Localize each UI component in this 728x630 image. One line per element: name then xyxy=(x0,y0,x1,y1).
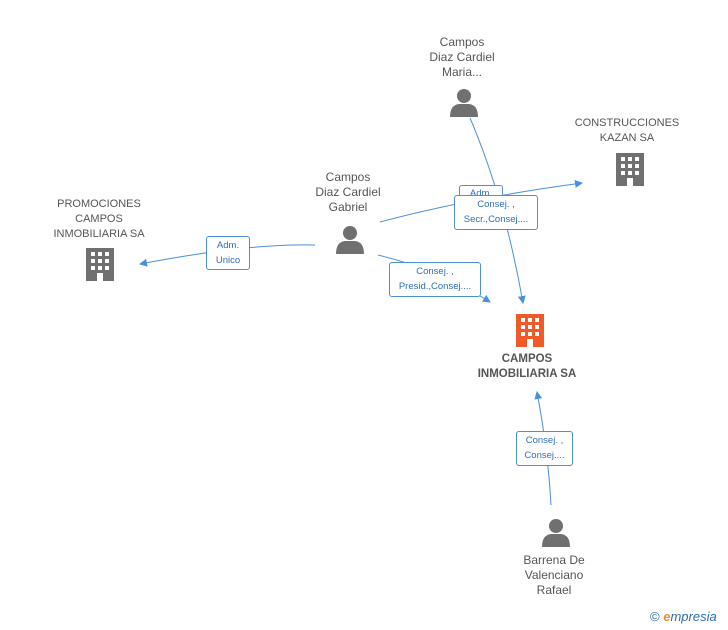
label-line: CAMPOS xyxy=(501,353,553,365)
label-line: Rafael xyxy=(536,583,572,597)
empresia-logo: © empresia xyxy=(650,609,717,624)
node-label-promociones[interactable]: PROMOCIONES CAMPOS INMOBILIARIA SA xyxy=(43,197,155,242)
label-line: Valenciano xyxy=(524,568,584,582)
edge-label-line: Consej. , xyxy=(416,266,454,277)
edge-label-line: Unico xyxy=(215,255,241,266)
node-label-person-maria[interactable]: Campos Diaz Cardiel Maria... xyxy=(412,35,512,80)
edge-label-rafael-focus[interactable]: Consej. , Consej.... xyxy=(516,431,573,466)
edge-label-gabriel-promociones[interactable]: Adm. Unico xyxy=(206,236,250,270)
label-line: PROMOCIONES xyxy=(57,198,141,210)
building-icon[interactable] xyxy=(616,153,644,186)
edge-label-line: Consej. , xyxy=(477,199,515,210)
edge-label-line: Consej. , xyxy=(525,435,564,446)
edge-label-gabriel-construcciones[interactable]: Consej. , Secr.,Consej.... xyxy=(454,195,538,230)
building-icon[interactable] xyxy=(516,314,544,347)
building-icon[interactable] xyxy=(86,248,114,281)
person-icon[interactable] xyxy=(450,89,478,117)
label-line: CONSTRUCCIONES xyxy=(574,117,680,129)
edge-label-gabriel-focus[interactable]: Consej. , Presid.,Consej.... xyxy=(389,262,481,297)
edge-label-line: Adm. xyxy=(469,188,493,199)
copyright-symbol: © xyxy=(650,609,660,624)
label-line: INMOBILIARIA SA xyxy=(477,368,577,380)
label-line: Campos xyxy=(439,35,485,49)
edge-label-line: Presid.,Consej.... xyxy=(398,281,472,292)
label-line: Diaz Cardiel xyxy=(315,185,381,199)
label-line: Campos xyxy=(325,170,371,184)
person-icon[interactable] xyxy=(542,519,570,547)
node-label-construcciones[interactable]: CONSTRUCCIONES KAZAN SA xyxy=(567,116,687,146)
label-line: Barrena De xyxy=(523,553,585,567)
node-label-focus-company[interactable]: CAMPOS INMOBILIARIA SA xyxy=(462,352,592,382)
person-icon[interactable] xyxy=(336,226,364,254)
brand-initial: e xyxy=(663,609,671,624)
node-label-person-gabriel[interactable]: Campos Diaz Cardiel Gabriel xyxy=(298,170,398,215)
label-line: Maria... xyxy=(441,65,482,79)
label-line: CAMPOS xyxy=(75,213,123,225)
edge-label-line: Consej.... xyxy=(524,450,565,461)
edge-label-line: Adm. xyxy=(216,240,240,251)
label-line: Diaz Cardiel xyxy=(429,50,495,64)
label-line: Gabriel xyxy=(328,200,368,214)
label-line: KAZAN SA xyxy=(599,132,655,144)
node-label-person-rafael[interactable]: Barrena De Valenciano Rafael xyxy=(502,553,606,598)
brand-name: mpresia xyxy=(670,609,717,624)
edge-label-line: Secr.,Consej.... xyxy=(463,214,529,225)
label-line: INMOBILIARIA SA xyxy=(53,228,145,240)
